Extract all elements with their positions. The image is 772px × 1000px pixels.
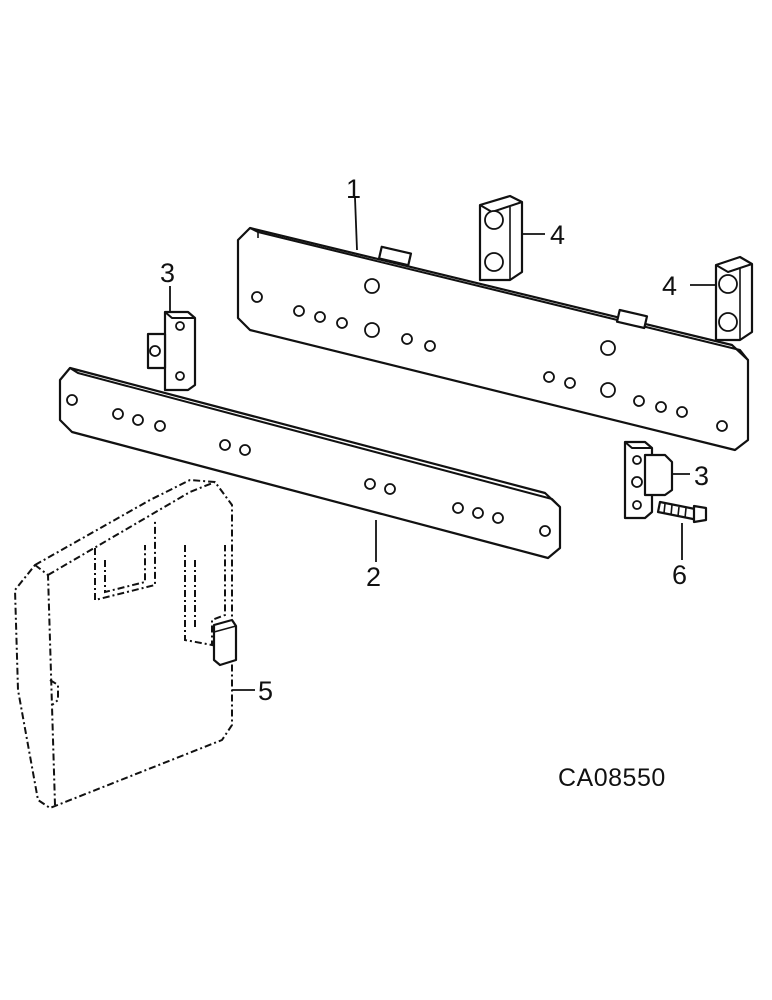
leader-1 (354, 197, 358, 251)
suitcase-weight-part-5 (14, 479, 238, 809)
callout-4-top: 4 (550, 220, 565, 250)
callout-1: 1 (346, 174, 361, 204)
leader-lines (169, 197, 716, 691)
mounting-clip-part-3-left (146, 310, 197, 392)
callout-6: 6 (672, 560, 687, 590)
bracket-bar-part-2 (58, 366, 562, 560)
callout-3-right: 3 (694, 461, 709, 491)
bracket-bar-part-1 (236, 226, 750, 452)
reference-code: CA08550 (558, 764, 666, 792)
spacer-block-part-4-right (714, 255, 754, 342)
callout-5: 5 (258, 676, 273, 706)
callout-2: 2 (366, 562, 381, 592)
callout-labels: 1 2 3 3 4 4 5 6 (160, 174, 709, 706)
bolt-part-6 (656, 500, 708, 524)
callout-3-left: 3 (160, 258, 175, 288)
spacer-block-part-4-top (478, 194, 524, 282)
callout-4-right: 4 (662, 271, 677, 301)
mounting-clip-part-3-right (623, 440, 674, 520)
